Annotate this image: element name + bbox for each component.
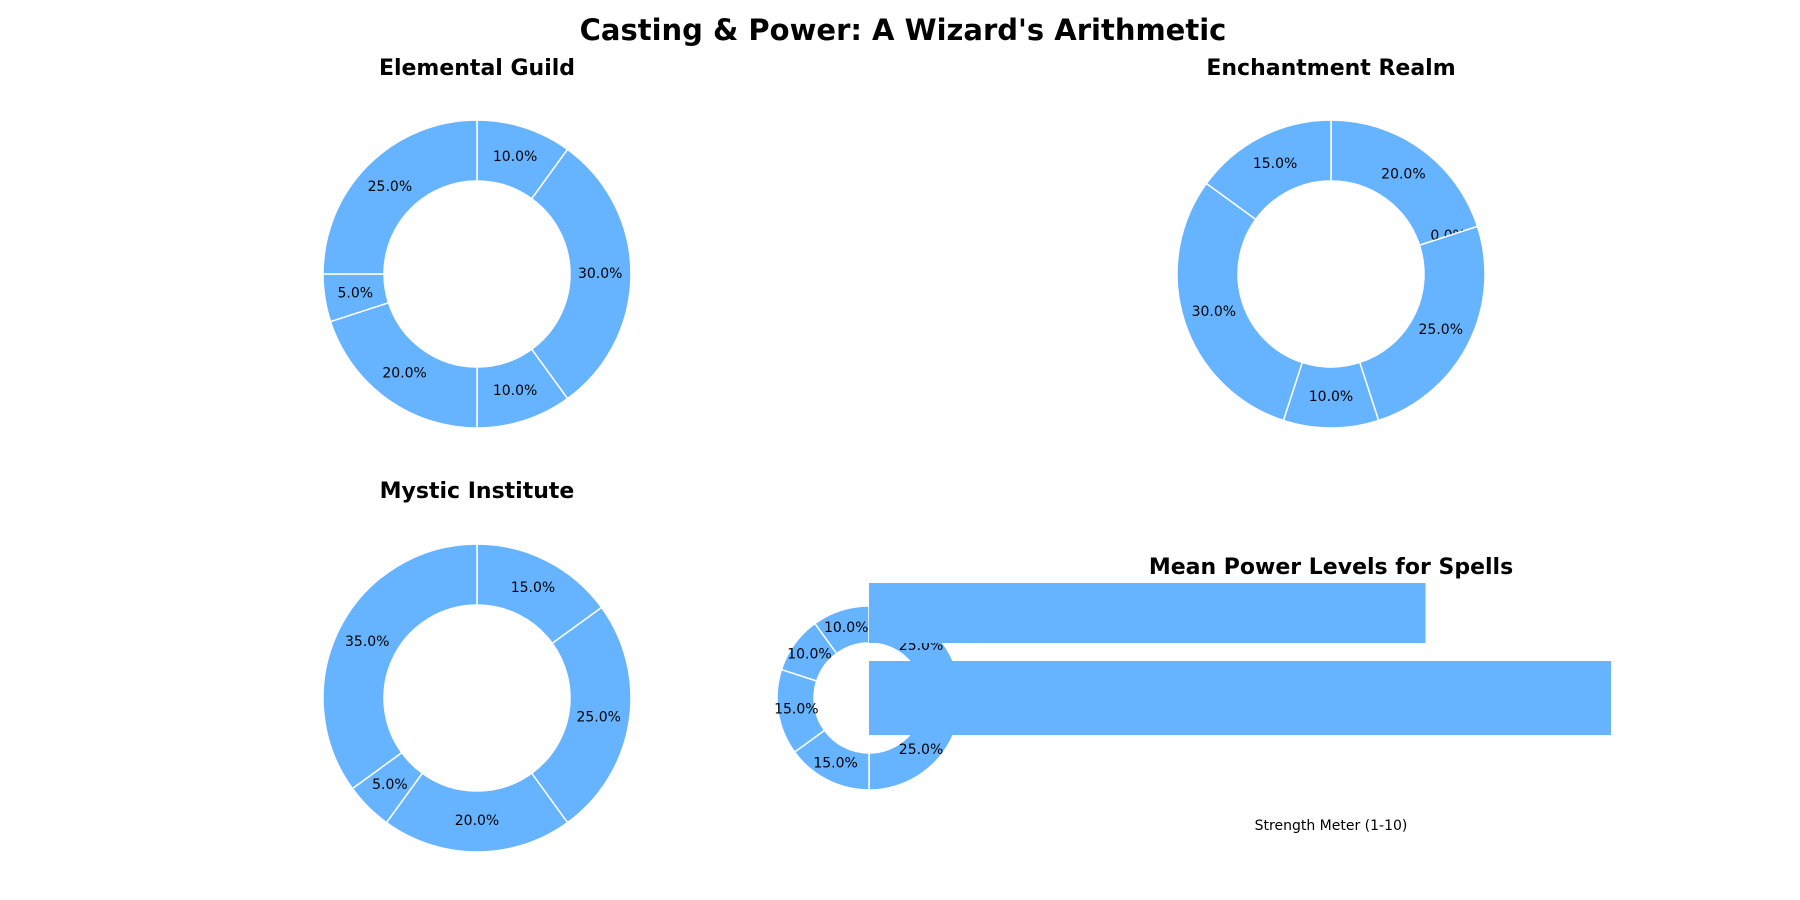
donut-slice — [322, 119, 478, 275]
chart-title: Enchantment Realm — [1206, 56, 1455, 81]
slice-label: 15.0% — [1253, 156, 1297, 172]
chart-title: Elemental Guild — [379, 56, 575, 81]
donut-slice — [1358, 225, 1486, 422]
slice-label: 5.0% — [372, 777, 408, 793]
slice-label: 15.0% — [511, 580, 555, 596]
slice-label: 20.0% — [1381, 166, 1425, 182]
slice-label: 25.0% — [368, 179, 412, 195]
donut-chart-mystic-institute: Mystic Institute 0.0%15.0%25.0%20.0%5.0%… — [322, 479, 632, 853]
slice-label: 15.0% — [774, 702, 818, 718]
slice-label: 25.0% — [899, 742, 943, 758]
chart-title: Mean Power Levels for Spells — [1149, 555, 1513, 580]
slice-label: 10.0% — [824, 620, 868, 636]
bar-chart-mean-power: Mean Power Levels for Spells Strength Me… — [869, 555, 1611, 834]
chart-title: Mystic Institute — [380, 479, 575, 504]
slice-label: 25.0% — [1419, 322, 1463, 338]
slice-label: 25.0% — [576, 709, 620, 725]
slice-label: 10.0% — [1309, 389, 1353, 405]
slice-label: 20.0% — [382, 366, 426, 382]
bar — [869, 661, 1611, 735]
slice-label: 15.0% — [813, 756, 857, 772]
donut-slice — [530, 148, 632, 400]
figure-title: Casting & Power: A Wizard's Arithmetic — [580, 13, 1227, 47]
slice-label: 35.0% — [345, 634, 389, 650]
slice-label: 20.0% — [455, 813, 499, 829]
slice-label: 10.0% — [787, 647, 831, 663]
donut-chart-enchantment-realm: Enchantment Realm 20.0%0.0%25.0%10.0%30.… — [1176, 56, 1486, 429]
donut-slice — [1205, 119, 1332, 221]
slice-label: 5.0% — [338, 285, 374, 301]
donut-slice — [322, 543, 478, 790]
donut-slice — [1176, 182, 1304, 422]
donut-chart-elemental-guild: Elemental Guild 10.0% 30.0% 10.0% 20.0% 5.0%… — [322, 56, 632, 429]
x-axis-label: Strength Meter (1-10) — [1255, 818, 1408, 834]
slice-label: 10.0% — [493, 149, 537, 165]
donut-slice — [1330, 119, 1479, 247]
bar — [869, 583, 1426, 643]
slice-label: 30.0% — [578, 266, 622, 282]
slice-label: 30.0% — [1192, 304, 1236, 320]
slice-label: 10.0% — [493, 383, 537, 399]
donut-slice — [530, 606, 632, 824]
